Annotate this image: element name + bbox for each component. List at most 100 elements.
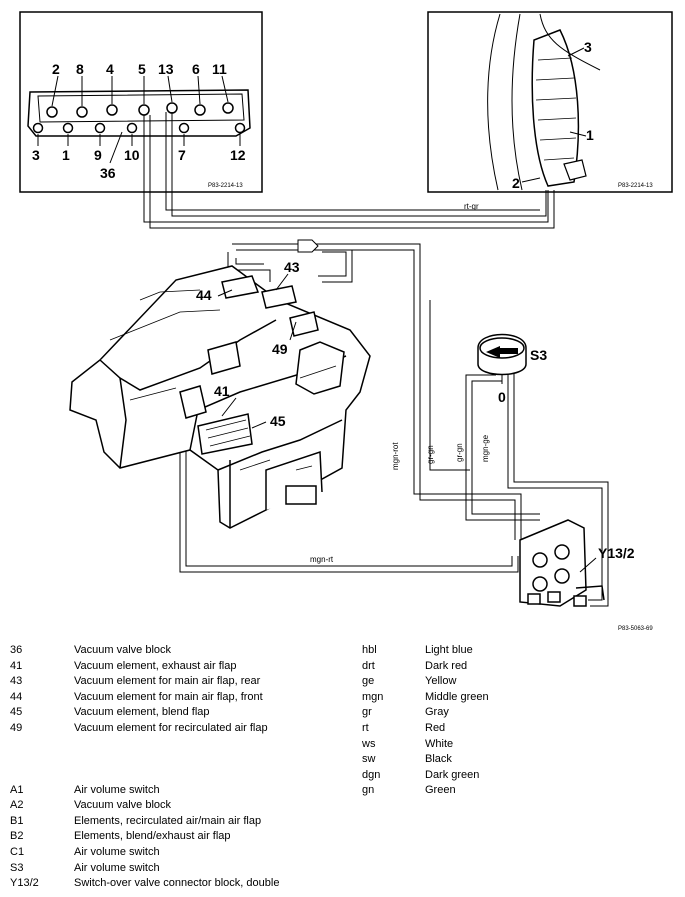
color-row: gr Gray <box>362 705 489 721</box>
color-code: dgn <box>362 768 381 781</box>
legend-desc: Switch-over valve connector block, doubl… <box>74 877 280 890</box>
inset-num-10: 10 <box>124 147 140 163</box>
inset-num-5: 5 <box>138 61 146 77</box>
valve-y13-2 <box>519 519 605 607</box>
color-desc: Middle green <box>425 690 489 703</box>
legend-row: 44 Vacuum element for main air flap, fron… <box>10 690 279 706</box>
inset-num-7: 7 <box>178 147 186 163</box>
color-code: ge <box>362 675 375 688</box>
wire-label-mgn-ge: mgn-ge <box>481 434 490 462</box>
legend-row: S3 Air volume switch <box>10 861 279 877</box>
legend-desc: Elements, blend/exhaust air flap <box>74 830 231 843</box>
inset-vacuum-element: 3 1 2 P83-2214-13 <box>427 11 673 193</box>
color-code: drt <box>362 659 375 672</box>
inset-num-3: 3 <box>32 147 40 163</box>
inset-num-6: 6 <box>192 61 200 77</box>
legend-row: Y13/2 Switch-over valve connector block, … <box>10 876 279 892</box>
legend-code: C1 <box>10 845 25 858</box>
climate-housing <box>69 265 371 529</box>
legend-row: 45 Vacuum element, blend flap <box>10 705 279 721</box>
inset-num-9: 9 <box>94 147 102 163</box>
color-desc: Green <box>425 784 456 797</box>
legend-row: B2 Elements, blend/exhaust air flap <box>10 829 279 845</box>
legend-code: 44 <box>10 690 23 703</box>
legend-code: A2 <box>10 799 24 812</box>
inset-right-num-1: 1 <box>586 127 594 143</box>
legend-desc: Vacuum valve block <box>74 799 172 812</box>
legend-row: 41 Vacuum element, exhaust air flap <box>10 659 279 675</box>
color-row: drt Dark red <box>362 659 489 675</box>
legend-desc: Vacuum element, blend flap <box>74 706 210 719</box>
legend-desc: Air volume switch <box>74 861 160 874</box>
color-code: hbl <box>362 644 377 656</box>
legend-code: 45 <box>10 706 23 719</box>
legend-desc: Vacuum element, exhaust air flap <box>74 659 237 672</box>
inset-num-4: 4 <box>106 61 114 77</box>
inset-num-11: 11 <box>212 61 227 77</box>
legend-code: 49 <box>10 721 23 734</box>
wire-label-mgn-rot: mgn-rot <box>391 442 400 470</box>
callout-41: 41 <box>214 383 230 399</box>
inset-block-label: 36 <box>100 165 116 181</box>
callout-49: 49 <box>272 341 288 357</box>
inset-num-2: 2 <box>52 61 60 77</box>
wire-label-gr-gn-2: gr-gn <box>455 443 464 462</box>
inset-num-8: 8 <box>76 61 84 77</box>
connector-fitting <box>297 239 319 253</box>
legend-code: A1 <box>10 783 24 796</box>
callout-44: 44 <box>196 287 212 303</box>
wire-label-mgn-rt: mgn-rt <box>310 555 334 564</box>
inset-right-ref: P83-2214-13 <box>618 183 653 189</box>
color-row: hbl Light blue <box>362 643 489 659</box>
inset-left-ref: P83-2214-13 <box>208 183 243 189</box>
color-desc: White <box>425 737 454 750</box>
color-code: ws <box>362 737 376 750</box>
switch-label: S3 <box>530 347 547 363</box>
legend-desc: Vacuum valve block <box>74 644 172 656</box>
inset-valve-block: 2 8 4 5 13 6 11 3 1 9 10 7 12 36 P83-221… <box>19 11 263 193</box>
legend-row: C1 Air volume switch <box>10 845 279 861</box>
color-desc: Black <box>425 753 452 766</box>
legend-code: 41 <box>10 659 23 672</box>
color-code: gn <box>362 784 375 797</box>
color-desc: Light blue <box>425 644 473 656</box>
color-desc: Yellow <box>425 675 457 688</box>
legend-row: 43 Vacuum element for main air flap, rear <box>10 674 279 690</box>
legend-code: 36 <box>10 644 23 656</box>
legend-desc: Vacuum element for main air flap, rear <box>74 675 261 688</box>
legend-code: 43 <box>10 675 23 688</box>
legend-code: B2 <box>10 830 24 843</box>
callout-43: 43 <box>284 259 300 275</box>
color-code: gr <box>362 706 372 719</box>
inset-num-12: 12 <box>230 147 246 163</box>
color-code: rt <box>362 721 369 734</box>
callout-45: 45 <box>270 413 286 429</box>
legend-desc: Air volume switch <box>74 845 160 858</box>
vacuum-lines <box>143 112 609 607</box>
legend-row: 36 Vacuum valve block <box>10 643 279 659</box>
vacuum-diagram: 2 8 4 5 1 3 6 11 3 1 9 10 7 12 36 P83-221… <box>19 11 673 632</box>
color-desc: Dark red <box>425 659 468 672</box>
legend-code: Y13/2 <box>10 877 39 890</box>
valve-label: Y13/2 <box>598 545 635 561</box>
color-desc: Gray <box>425 706 449 719</box>
legend-code: B1 <box>10 814 24 827</box>
color-desc: Red <box>425 721 446 734</box>
switch-s3 <box>477 333 527 384</box>
inset-right-num-2: 2 <box>512 175 520 191</box>
legend-code: S3 <box>10 861 24 874</box>
legend-desc: Vacuum element for main air flap, front <box>74 690 263 703</box>
inset-right-num-3: 3 <box>584 39 592 55</box>
color-row: ws White <box>362 737 489 753</box>
legend-row: A2 Vacuum valve block <box>10 798 279 814</box>
switch-position: 0 <box>498 389 506 405</box>
color-row: ge Yellow <box>362 674 489 690</box>
inset-num-1: 1 <box>62 147 70 163</box>
